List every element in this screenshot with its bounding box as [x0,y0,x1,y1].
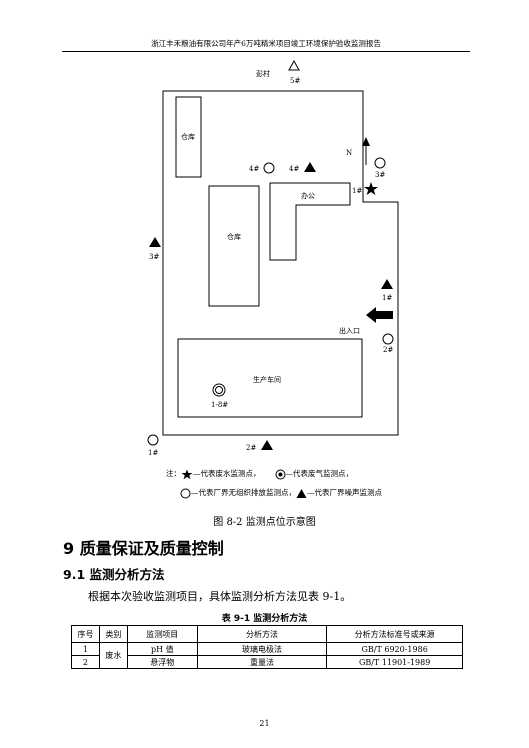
header-method: 分析方法 [196,625,328,643]
cell-item: pH 值 [126,642,198,656]
cell-item: 悬浮物 [126,655,198,669]
header-standard: 分析方法标准号或来源 [326,625,463,643]
cell-category: 废水 [98,642,128,669]
noise-point-2-label: 2# [246,444,256,452]
legend-noise-text: —代表厂界噪声监测点 [307,488,382,497]
village-label: 彭村 [256,69,270,78]
water-point-1-star-icon [364,182,378,195]
legend-water-text: —代表废水监测点， [193,469,261,478]
cell-method: 玻璃电极法 [196,642,328,656]
entrance-label: 出入口 [339,326,360,335]
legend-row-1: 注： —代表废水监测点， —代表废气监测点， [166,467,436,481]
noise-point-5-triangle-icon [288,59,300,71]
unorg-point-2-circle-icon [382,333,394,345]
unorg-point-3-label: 3# [375,171,385,179]
warehouse-north-label: 仓库 [181,132,195,141]
office-building [269,182,351,261]
table-caption: 表 9-1 监测分析方法 [221,614,308,624]
unorg-point-1-circle-icon [147,434,159,446]
analysis-method-table: 序号 类别 监测项目 分析方法 分析方法标准号或来源 1 废水 pH 值 玻璃电… [71,625,463,669]
map-legend: 注： —代表废水监测点， —代表废气监测点， —代表厂界无组织排放监测点， —代… [166,467,436,500]
section-title: 9 质量保证及质量控制 [63,539,224,558]
cell-no: 1 [71,642,100,656]
page-number: 21 [259,719,270,728]
water-point-1-label: 1# [352,187,362,195]
cell-method: 重量法 [196,655,328,669]
noise-point-3-triangle-icon [149,237,161,247]
cell-standard: GB/T 6920-1986 [326,642,463,656]
cell-standard: GB/T 11901-1989 [326,655,463,669]
header-item: 监测项目 [126,625,198,643]
cell-no: 2 [71,655,100,669]
warehouse-middle-building [208,185,260,307]
table-header-row: 序号 类别 监测项目 分析方法 分析方法标准号或来源 [71,625,463,643]
unorg-point-4-label: 4# [249,165,259,173]
legend-row-2: —代表厂界无组织排放监测点， —代表厂界噪声监测点 [166,486,436,500]
noise-point-5-label: 5# [290,77,300,85]
site-boundary [162,90,399,436]
intro-paragraph: 根据本次验收监测项目，具体监测分析方法见表 9-1。 [88,590,352,603]
production-workshop-building [177,338,363,418]
noise-point-4-triangle-icon [304,162,316,172]
subsection-title: 9.1 监测分析方法 [63,567,165,582]
header-rule [62,51,470,52]
header-category: 类别 [98,625,128,643]
noise-point-1-triangle-icon [381,279,393,289]
legend-prefix: 注： [166,469,181,478]
unorg-point-1-label: 1# [148,449,158,457]
table-row: 1 废水 pH 值 玻璃电极法 GB/T 6920-1986 [71,642,463,669]
noise-point-1-label: 1# [382,294,392,302]
noise-point-2-triangle-icon [261,440,273,450]
legend-triangle-icon [296,488,307,498]
north-arrow-icon [362,137,370,146]
site-map: 仓库 仓库 办公 生产车间 5# 彭村 4# 4# N 3# 1# 3# [147,59,399,457]
gas-point-1-8-label: 1-8# [211,401,228,409]
page-header: 浙江丰禾粮油有限公司年产6万吨精米项目竣工环境保护验收监测报告 [151,39,381,48]
legend-gas-text: —代表废气监测点， [285,469,354,478]
entrance-arrow-icon [366,307,393,323]
warehouse-middle-label: 仓库 [227,232,241,241]
gas-point-outer-circle-icon [212,383,226,397]
unorg-point-2-label: 2# [383,346,393,354]
unorg-point-4-circle-icon [263,162,275,174]
unorg-point-3-circle-icon [374,157,386,169]
warehouse-north-building [175,96,202,178]
gas-point-inner-circle-icon [215,386,223,394]
header-no: 序号 [71,625,100,643]
workshop-label: 生产车间 [253,375,281,384]
legend-gas-icon [275,469,285,479]
noise-point-3-label: 3# [149,253,159,261]
noise-point-4-label: 4# [289,165,299,173]
office-label: 办公 [301,191,315,200]
north-label: N [346,149,352,157]
table-row: 2 悬浮物 重量法 GB/T 11901-1989 [71,655,463,669]
legend-unorg-text: —代表厂界无组织排放监测点， [191,488,296,497]
legend-circle-icon [180,488,191,498]
legend-star-icon [181,469,193,479]
figure-caption: 图 8-2 监测点位示意图 [213,517,316,528]
